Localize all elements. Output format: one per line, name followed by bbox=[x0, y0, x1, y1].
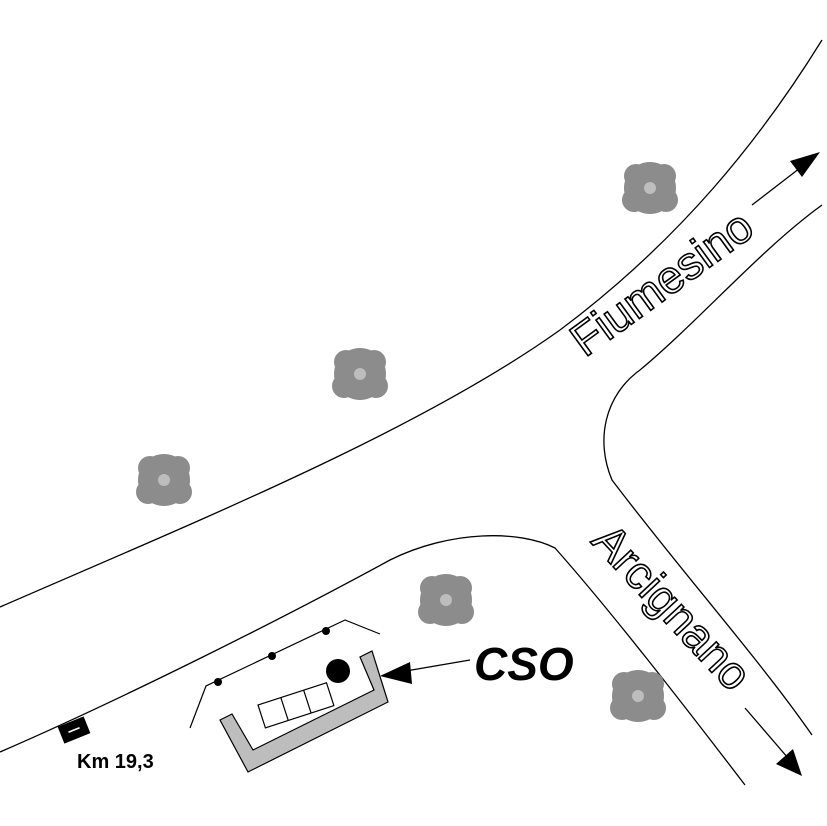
tree-icon bbox=[136, 454, 192, 506]
cso-building bbox=[257, 681, 335, 729]
tree-icon bbox=[610, 670, 666, 722]
road-label-arcignano: Arcignano bbox=[583, 513, 762, 700]
fence-post bbox=[214, 678, 222, 686]
fence-post bbox=[268, 652, 276, 660]
milestone-icon bbox=[57, 716, 91, 744]
road-fiumesino-south-edge bbox=[0, 535, 746, 786]
tree-icon bbox=[418, 574, 474, 626]
facility-label-cso: CSO bbox=[474, 638, 574, 690]
arrow-icon bbox=[744, 707, 802, 776]
road-fiumesino-north-edge bbox=[0, 39, 823, 608]
fence-line bbox=[189, 619, 381, 729]
kilometer-marker-label: Km 19,3 bbox=[77, 751, 154, 773]
arrow-icon bbox=[380, 659, 471, 684]
fence-post bbox=[322, 627, 330, 635]
storage-tank bbox=[219, 650, 389, 773]
cso-facility bbox=[189, 619, 389, 773]
tree-icon bbox=[332, 348, 388, 400]
tree-icon bbox=[622, 162, 678, 214]
overflow-well bbox=[326, 659, 350, 683]
road-label-fiumesino: Fiumesino bbox=[560, 199, 762, 366]
road-arcignano-east-edge bbox=[603, 204, 823, 736]
arrow-icon bbox=[751, 152, 820, 206]
